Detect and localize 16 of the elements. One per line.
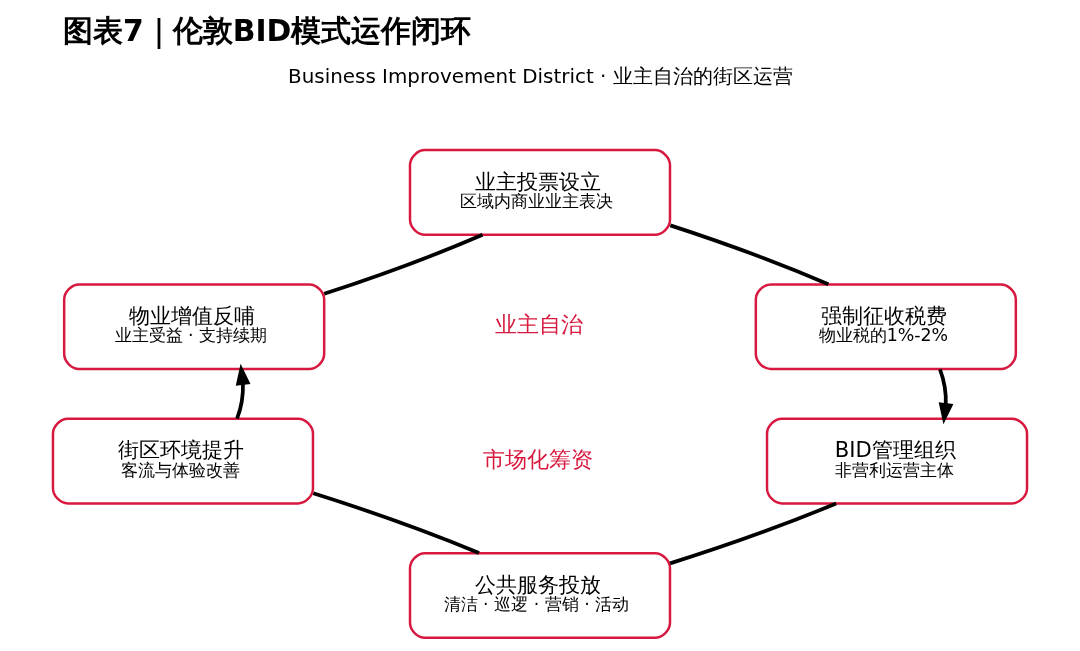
- node-box: 业主投票设立 区域内商业业主表决: [408, 148, 672, 236]
- node-box: 物业增值反哺 业主受益 · 支持续期: [62, 283, 326, 371]
- label: 业主自治: [494, 311, 583, 338]
- diagram-title: 图表7｜伦敦BID模式运作闭环: [62, 12, 472, 48]
- connector: [669, 223, 830, 286]
- node-box: 公共服务投放 清洁 · 巡逻 · 营销 · 活动: [408, 551, 672, 639]
- arrow: [938, 368, 954, 425]
- label: Business Improvement District · 业主自治的街区运营: [288, 64, 793, 88]
- label: 市场化筹资: [483, 445, 594, 472]
- connector: [312, 491, 480, 555]
- node-box: 强制征收税费 物业税的1%-2%: [754, 283, 1018, 371]
- node-box: BID管理组织 非营利运营主体: [765, 417, 1029, 505]
- arrow: [235, 363, 251, 420]
- node-box: 街区环境提升 客流与体验改善: [51, 417, 315, 505]
- connector: [323, 233, 484, 296]
- connector: [669, 501, 837, 566]
